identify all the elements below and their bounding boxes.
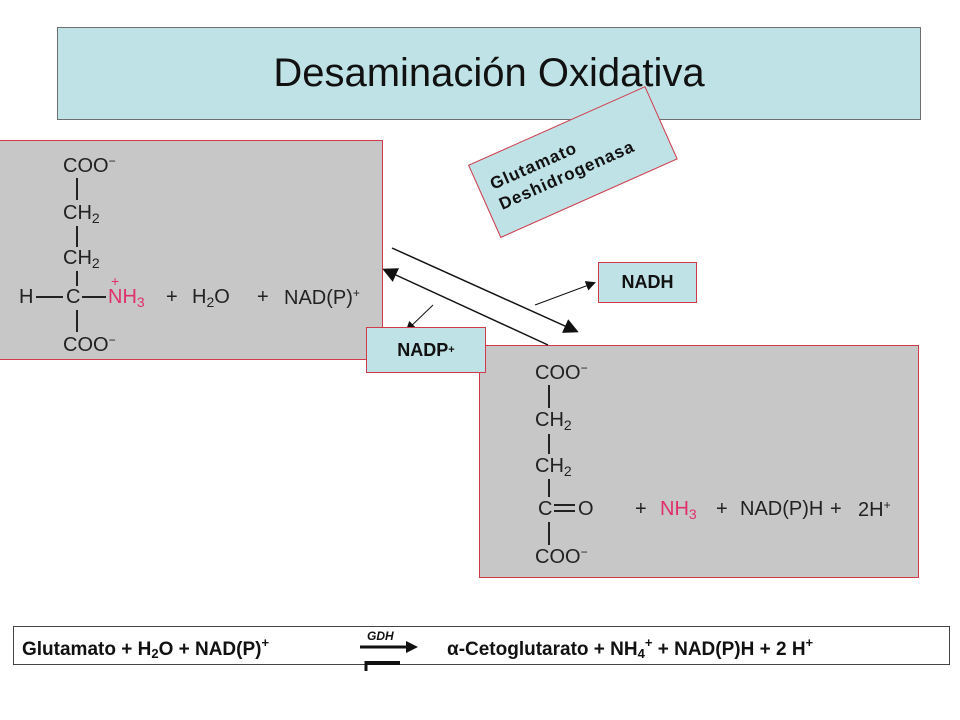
bond bbox=[76, 178, 78, 200]
bond bbox=[554, 504, 575, 506]
nadh-arrow bbox=[534, 281, 596, 306]
bond bbox=[76, 310, 78, 332]
page-title: Desaminación Oxidativa bbox=[273, 51, 705, 95]
gdh-label: GDH bbox=[367, 629, 394, 643]
reverse-arrow bbox=[382, 268, 549, 346]
equation-reactants: Glutamato + H2O + NAD(P)+ bbox=[22, 635, 270, 661]
ammonia-product: NH3 bbox=[660, 498, 697, 522]
keto-oxygen: O bbox=[578, 498, 594, 520]
plus-sign: + bbox=[166, 286, 178, 308]
keto-coo-top: COO− bbox=[535, 361, 588, 384]
nadh-label: NADH bbox=[598, 262, 697, 303]
glutamate-panel: COO− CH2 CH2 H C + NH3 COO− + H2O + NAD(… bbox=[0, 140, 383, 360]
nadp-arrow bbox=[405, 304, 434, 332]
plus-sign: + bbox=[257, 286, 269, 308]
glutamate-h: H bbox=[19, 286, 34, 308]
bond bbox=[548, 522, 550, 545]
equilibrium-arrows bbox=[360, 641, 418, 671]
plus-sign: + bbox=[635, 498, 647, 520]
summary-equation: Glutamato + H2O + NAD(P)+ GDH α-Cetoglut… bbox=[13, 626, 950, 671]
forward-arrow bbox=[391, 247, 579, 333]
nadp-reactant: NAD(P)+ bbox=[284, 286, 360, 309]
plus-sign: + bbox=[716, 498, 728, 520]
title-box: Desaminación Oxidativa bbox=[57, 27, 921, 120]
bond bbox=[36, 296, 63, 298]
keto-ch2-1: CH2 bbox=[535, 409, 572, 433]
bond bbox=[76, 226, 78, 247]
glutamate-alpha-carbon: C bbox=[66, 286, 81, 308]
equation-products: α-Cetoglutarato + NH4+ + NAD(P)H + 2 H+ bbox=[447, 635, 814, 661]
water: H2O bbox=[192, 286, 230, 310]
bond bbox=[82, 296, 106, 298]
bond bbox=[548, 385, 550, 408]
keto-ch2-2: CH2 bbox=[535, 455, 572, 479]
ketoglutarate-panel: COO− CH2 CH2 C O COO− + NH3 + NAD(P)H + … bbox=[479, 345, 919, 578]
glutamate-nh3-charge: + bbox=[111, 273, 120, 289]
bond bbox=[548, 434, 550, 454]
glutamate-ch2-1: CH2 bbox=[63, 202, 100, 226]
keto-carbonyl-carbon: C bbox=[538, 498, 553, 520]
bond bbox=[554, 510, 575, 512]
nadph-product: NAD(P)H bbox=[740, 498, 824, 520]
keto-coo-bottom: COO− bbox=[535, 545, 588, 568]
plus-sign: + bbox=[830, 498, 842, 520]
glutamate-nh3: NH3 bbox=[108, 286, 145, 310]
protons-product: 2H+ bbox=[858, 498, 891, 521]
glutamate-coo-bottom: COO− bbox=[63, 333, 116, 356]
glutamate-ch2-2: CH2 bbox=[63, 247, 100, 271]
bond bbox=[76, 271, 78, 286]
nadp-label: NADP+ bbox=[366, 327, 486, 373]
glutamate-coo-top: COO− bbox=[63, 154, 116, 177]
bond bbox=[548, 479, 550, 497]
